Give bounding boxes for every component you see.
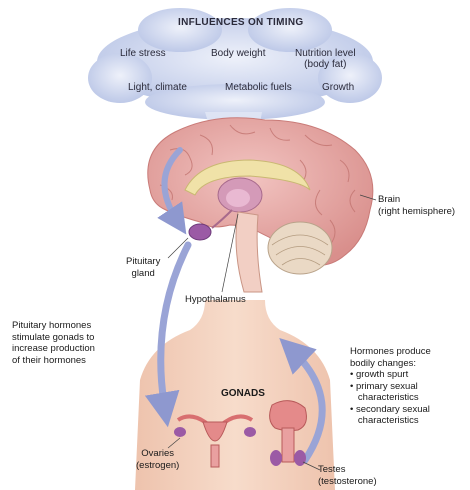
pituitary-gland-shape (189, 224, 211, 240)
factor-body-weight: Body weight (211, 48, 265, 59)
factor-nutrition-level: Nutrition level (body fat) (295, 48, 356, 70)
hypothalamus-label: Hypothalamus (185, 294, 246, 306)
factor-life-stress: Life stress (120, 48, 166, 59)
factor-growth: Growth (322, 82, 354, 93)
testes-label: Testes (testosterone) (318, 464, 377, 487)
pituitary-gland-label: Pituitary gland (126, 256, 160, 279)
gonads-label: GONADS (221, 388, 265, 400)
factor-metabolic-fuels: Metabolic fuels (225, 82, 292, 93)
hormones-produce-label: Hormones produce bodily changes: • growt… (350, 346, 431, 427)
brain-label: Brain (right hemisphere) (378, 194, 455, 217)
factor-light-climate: Light, climate (128, 82, 187, 93)
cloud-title: INFLUENCES ON TIMING (178, 17, 303, 28)
ovaries-label: Ovaries (estrogen) (136, 448, 179, 471)
pituitary-hormones-label: Pituitary hormones stimulate gonads to i… (12, 320, 95, 366)
